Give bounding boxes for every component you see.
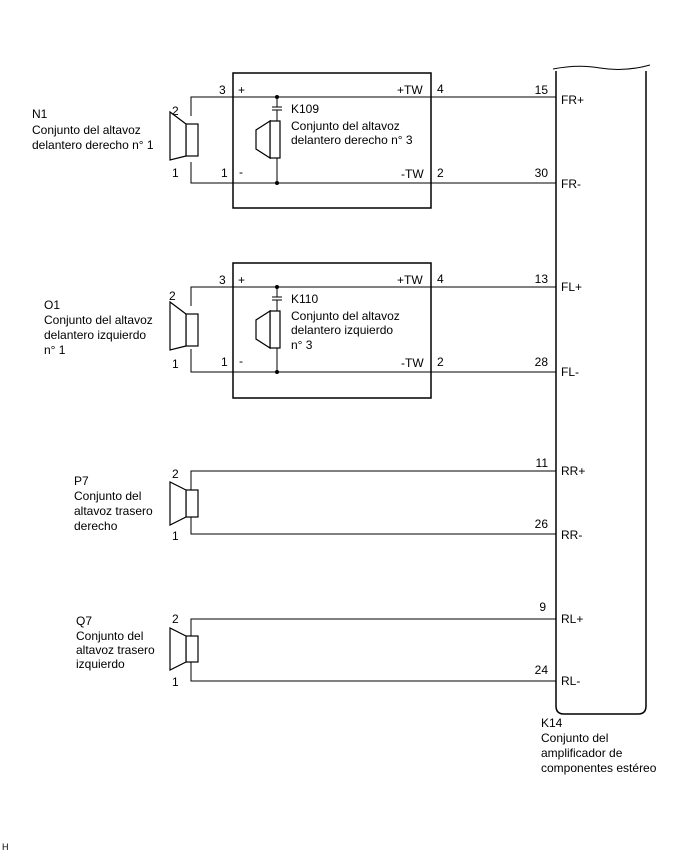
wire-p7-positive [190,470,556,490]
k109-junction-bottom [275,181,279,185]
k14-label-fl-minus: FL- [561,365,579,379]
k14-pin-rl-minus: 24 [535,663,549,677]
speaker-icon [169,300,199,351]
wire-p7-negative [190,517,556,535]
speaker-icon [169,110,199,161]
q7-name-line1: Conjunto del [76,629,143,643]
rear-left-circuit [169,618,556,682]
k110-pin-minus: 1 [221,355,228,369]
k110-sign-plus: + [238,273,245,287]
k14-name-line2: amplificador de [541,746,623,760]
q7-id: Q7 [76,614,92,628]
k14-pin-rr-plus: 11 [536,456,549,470]
k14-pin-fr-minus: 30 [535,166,549,180]
k109-id: K109 [291,102,319,116]
k110-pin-out-minus: 2 [437,355,444,369]
k110-pin-plus: 3 [219,273,226,287]
amplifier-broken-edge [552,64,651,70]
k110-pin-out-plus: 4 [437,272,444,286]
n1-pin-neg: 1 [172,166,179,180]
k110-sign-minus: - [239,354,243,368]
n1-name-line1: Conjunto del altavoz [32,123,141,137]
p7-name-line1: Conjunto del [74,489,141,503]
o1-name-line3: n° 1 [44,343,66,357]
tweeter-box-k109 [232,72,432,209]
k14-label-fl-plus: FL+ [561,280,582,294]
o1-pin-neg: 1 [172,357,179,371]
k109-pin-plus: 3 [219,83,226,97]
wire-o1-negative [190,349,556,373]
speaker-icon [169,627,199,671]
speaker-icon [255,309,281,350]
k14-label-rl-minus: RL- [561,674,580,688]
k110-out-minus: -TW [401,356,424,370]
k14-name-line3: componentes estéreo [541,761,657,775]
k110-name-line3: n° 3 [291,338,313,352]
q7-pin-pos: 2 [172,612,179,626]
n1-name-line2: delantero derecho n° 1 [32,138,154,152]
p7-id: P7 [74,474,89,488]
k109-pin-minus: 1 [221,166,228,180]
front-right-circuit [169,72,556,209]
speaker-icon [169,481,199,526]
k109-out-minus: -TW [401,167,424,181]
p7-pin-pos: 2 [172,467,179,481]
k14-pin-fl-minus: 28 [535,355,549,369]
k110-out-plus: +TW [397,273,423,287]
speaker-icon [255,119,281,160]
o1-name-line2: delantero izquierdo [44,328,146,342]
k14-pin-fr-plus: 15 [535,83,549,97]
k109-out-plus: +TW [397,83,423,97]
k14-pin-rl-plus: 9 [539,600,546,614]
p7-pin-neg: 1 [172,529,179,543]
wire-o1-positive [190,286,556,306]
k110-junction-top [275,285,279,289]
k14-label-rl-plus: RL+ [561,612,583,626]
o1-id: O1 [44,298,60,312]
k14-label-fr-plus: FR+ [561,93,584,107]
k110-name-line1: Conjunto del altavoz [291,309,400,323]
amplifier-outline [555,71,647,715]
k109-junction-top [275,95,279,99]
footer-mark: H [2,842,9,852]
k110-junction-bottom [275,370,279,374]
n1-id: N1 [32,107,48,121]
q7-name-line2: altavoz trasero [76,643,155,657]
k109-name-line1: Conjunto del altavoz [291,119,400,133]
n1-pin-pos: 2 [172,104,179,118]
k109-sign-minus: - [239,165,243,179]
wire-n1-positive [190,96,556,116]
k14-label-rr-plus: RR+ [561,464,585,478]
wire-q7-negative [190,662,556,682]
k14-pin-rr-minus: 26 [535,517,549,531]
k14-label-rr-minus: RR- [561,528,582,542]
rear-right-circuit [169,470,556,535]
k110-name-line2: delantero izquierdo [291,323,393,337]
p7-name-line2: altavoz trasero [74,504,153,518]
q7-name-line3: izquierdo [76,657,125,671]
k14-pin-fl-plus: 13 [535,272,549,286]
q7-pin-neg: 1 [172,675,179,689]
k110-id: K110 [291,292,318,306]
o1-pin-pos: 2 [169,289,176,303]
k109-pin-out-plus: 4 [437,82,444,96]
k14-name-line1: Conjunto del [541,731,608,745]
wire-q7-positive [190,618,556,636]
front-left-circuit [169,262,556,399]
k14-label-fr-minus: FR- [561,177,581,191]
k109-sign-plus: + [238,83,245,97]
wire-n1-negative [190,162,556,184]
tweeter-box-k110 [232,262,432,399]
k109-pin-out-minus: 2 [437,166,444,180]
k14-id: K14 [541,716,563,730]
p7-name-line3: derecho [74,519,118,533]
o1-name-line1: Conjunto del altavoz [44,313,153,327]
k109-name-line2: delantero derecho n° 3 [291,133,413,147]
